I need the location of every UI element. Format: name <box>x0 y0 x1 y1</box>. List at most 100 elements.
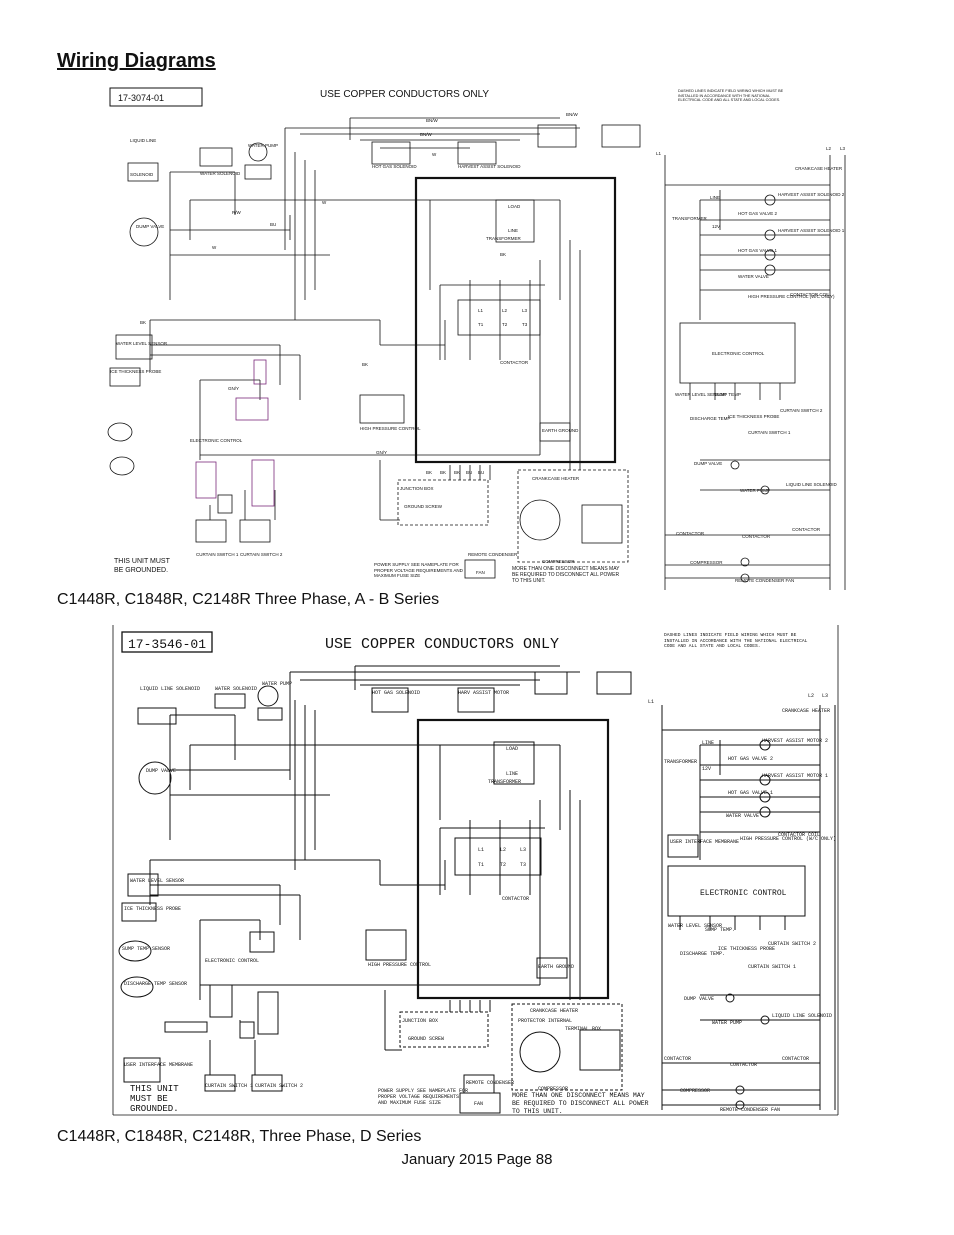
ladder-bottom-label: CONTACTOR <box>676 531 705 536</box>
ladder-rung-label: HIGH PRESSURE CONTROL (W/C ONLY) <box>740 836 836 842</box>
ladder-rung-label: CONTACTOR COIL <box>778 832 820 838</box>
harvest-assist-label-a: HARVEST ASSIST SOLENOID <box>458 164 521 169</box>
crankcase-heater-label-d: CRANKCASE HEATER <box>530 1008 578 1014</box>
ladder-supply-tag: L3 <box>840 146 846 151</box>
ladder-output-label: DUMP VALVE <box>694 461 722 466</box>
dump-valve-d <box>138 761 172 795</box>
curtain-switch-2-label-a: CURTAIN SWITCH 2 <box>240 552 283 557</box>
caption-d: C1448R, C1848R, C2148R, Three Phase, D S… <box>57 1128 422 1145</box>
water-pump-label-d: WATER PUMP <box>262 681 292 687</box>
ladder-bottom-label: CONTACTOR <box>782 1056 809 1062</box>
dump-valve-a <box>129 217 159 247</box>
diagram-a <box>107 87 846 590</box>
copper-header-d: USE COPPER CONDUCTORS ONLY <box>325 636 559 653</box>
ladder-input-label: DUMP TEMP <box>714 392 741 397</box>
compressor-a <box>519 499 561 541</box>
disconnect-note-a: MORE THAN ONE DISCONNECT MEANS MAY BE RE… <box>512 566 620 584</box>
ladder-supply-tag: L2 <box>826 146 832 151</box>
water-pump-label-a: WATER PUMP <box>248 143 278 148</box>
contactor-a <box>457 299 541 336</box>
ladder-input-label: DISCHARGE TEMP <box>690 416 730 421</box>
wire-tag: R/W <box>232 210 242 215</box>
ladder-input-label: CURTAIN SWITCH 1 <box>748 430 791 435</box>
wire-tag: W <box>432 152 437 157</box>
ladder-rung-label: HARVEST ASSIST MOTOR 2 <box>762 738 828 744</box>
remote-condenser-label-a: REMOTE CONDENSER <box>468 552 518 557</box>
hot-gas-label-d: HOT GAS SOLENOID <box>372 690 420 696</box>
wire-tag: BU <box>270 222 276 227</box>
ladder-input-label: ICE THICKNESS PROBE <box>728 414 779 419</box>
sump-temp-label-d: SUMP TEMP SENSOR <box>122 946 170 952</box>
ladder-supply-tag: L1 <box>656 151 662 156</box>
ground-note-d: THIS UNIT MUST BE GROUNDED. <box>130 1084 179 1112</box>
copper-header-a: USE COPPER CONDUCTORS ONLY <box>320 89 489 100</box>
ladder-bottom-label: REMOTE CONDENSER FAN <box>720 1107 780 1113</box>
ladder-input-label: CURTAIN SWITCH 2 <box>768 941 816 947</box>
compressor-label-d: COMPRESSOR <box>538 1086 568 1092</box>
ladder-transformer-label: TRANSFORMER <box>672 216 708 221</box>
ladder-bottom-label: CONTACTOR <box>730 1062 757 1068</box>
terminal-tag: T1 <box>478 862 484 868</box>
junction-box-a <box>397 479 489 526</box>
crankcase-heater-label-a: CRANKCASE HEATER <box>532 476 580 481</box>
hot-gas-solenoid-2-d <box>534 671 568 695</box>
part-number-box-a <box>109 87 203 107</box>
ladder-input-label: WATER LEVEL SENSOR <box>668 923 722 929</box>
terminal-tag: T3 <box>522 322 528 327</box>
warning-note-a: DASHED LINES INDICATE FIELD WIRING WHICH… <box>678 89 784 102</box>
water-pump-a <box>248 142 268 162</box>
water-solenoid-a <box>199 147 233 167</box>
hot-gas-solenoid-2-a <box>537 124 577 148</box>
ground-screw-label-a: GROUND SCREW <box>404 504 443 509</box>
page-footer: January 2015 Page 88 <box>401 1151 553 1168</box>
load-label-a: LOAD <box>508 204 521 209</box>
harvest-assist-motor-2-d <box>596 671 632 695</box>
terminal-box-label-d: TERMINAL BOX <box>565 1026 601 1032</box>
wire-tag: BN/W <box>420 132 433 137</box>
ladder-supply-tag: L3 <box>822 693 828 699</box>
terminal-tag: L1 <box>478 847 484 853</box>
ladder-rung-label: HOT GAS VALVE 2 <box>728 756 773 762</box>
page-title: Wiring Diagrams <box>57 50 216 72</box>
compressor-d <box>519 1031 561 1073</box>
water-solenoid-label-a: WATER SOLENOID <box>200 171 241 176</box>
earth-ground-d <box>536 957 568 979</box>
user-interface-ladder-d <box>667 834 699 858</box>
ladder-input-label: DISCHARGE TEMP. <box>680 951 725 957</box>
wire-tag: BU <box>466 470 472 475</box>
fan-label-a: FAN <box>476 570 485 575</box>
liquid-line-solenoid-d <box>137 707 177 725</box>
ladder-user-interface-label: USER INTERFACE MEMBRANE <box>670 839 739 845</box>
ladder-output-label: LIQUID LINE SOLENOID <box>772 1013 832 1019</box>
liquid-line-label-a: LIQUID LINE <box>130 138 156 143</box>
ladder-bottom-label: CONTACTOR <box>792 527 821 532</box>
terminal-tag: L3 <box>522 308 528 313</box>
electronic-control-ladder-d <box>667 865 806 917</box>
dump-valve-label-a: DUMP VALVE <box>136 224 164 229</box>
wire-tag: BK <box>426 470 432 475</box>
wire-tag: BK <box>440 470 446 475</box>
control-box-a <box>414 176 617 464</box>
discharge-temp-label-d: DISCHARGE TEMP SENSOR <box>124 981 187 987</box>
diagram-a-labels: 17-3074-01 USE COPPER CONDUCTORS ONLY DA… <box>110 89 846 584</box>
ground-screw-label-d: GROUND SCREW <box>408 1036 444 1042</box>
harvest-assist-motor-1-d <box>457 687 495 713</box>
terminal-tag: L2 <box>502 308 508 313</box>
user-interface-d <box>123 1057 161 1083</box>
high-pressure-control-d <box>365 929 407 961</box>
hot-gas-label-a: HOT GAS SOLENOID <box>372 164 417 169</box>
remote-condenser-label-d: REMOTE CONDENSER <box>466 1080 514 1086</box>
high-pressure-label-a: HIGH PRESSURE CONTROL <box>360 426 421 431</box>
contactor-label-d: CONTACTOR <box>502 896 529 902</box>
solenoid-label-a: SOLENOID <box>130 172 154 177</box>
harvest-assist-1-a <box>457 141 497 165</box>
ladder-bottom-label: CONTACTOR <box>664 1056 691 1062</box>
hot-gas-solenoid-1-a <box>371 141 411 165</box>
wire-tag: BK <box>500 252 506 257</box>
power-supply-note-d: POWER SUPPLY SEE NAMEPLATE FOR PROPER VO… <box>378 1088 468 1106</box>
ladder-input-label: CURTAIN SWITCH 2 <box>780 408 823 413</box>
user-interface-label-d: USER INTERFACE MEMBRANE <box>124 1062 193 1068</box>
water-solenoid-d <box>214 693 246 709</box>
ladder-rung-label: HARVEST ASSIST MOTOR 1 <box>762 773 828 779</box>
